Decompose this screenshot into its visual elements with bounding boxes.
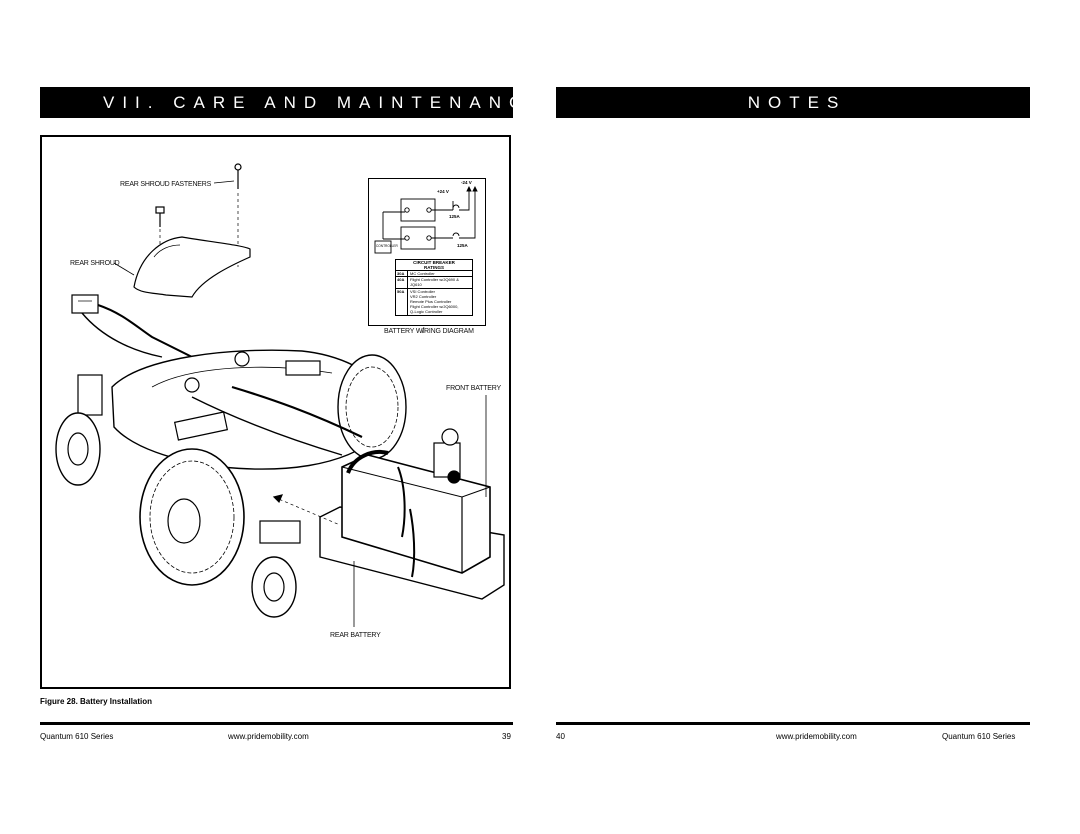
pos-voltage-label: +24 V	[437, 189, 449, 194]
section-title-notes: NOTES	[556, 87, 1030, 118]
ratings-amp: 50A	[396, 288, 408, 294]
right-footer-series: Quantum 610 Series	[942, 732, 1016, 741]
label-rear-battery: REAR BATTERY	[330, 632, 381, 639]
ratings-row: JQ610	[396, 282, 472, 288]
ratings-amp: 40A	[396, 277, 408, 283]
ratings-controller: Flight Controller w/JQ690 &	[410, 277, 459, 283]
ratings-controller: MC Controller	[410, 271, 435, 276]
label-battery-wiring-diagram: BATTERY WIRING DIAGRAM	[384, 328, 474, 335]
battery-wiring-diagram: -24 V +24 V 125A 125A CONTROLLER CIRCUIT…	[368, 178, 486, 326]
ratings-row: VR2 Controller	[396, 293, 472, 300]
ratings-controller: Q-Logic Controller	[410, 309, 443, 315]
ratings-amp	[396, 293, 408, 300]
ratings-controller: Flight Controller w/JQ6000,	[410, 304, 459, 310]
left-footer-series: Quantum 610 Series	[40, 732, 114, 741]
ratings-controller: VSI Controller	[410, 288, 435, 294]
ratings-title-2: RATINGS	[424, 265, 444, 270]
ratings-controller: JQ610	[410, 282, 422, 288]
ratings-row: Flight Controller w/JQ6000,	[396, 304, 472, 310]
ratings-row: Q-Logic Controller	[396, 309, 472, 315]
ratings-controller: Remote Plus Controller	[410, 299, 452, 305]
label-rear-shroud-fasteners: REAR SHROUD FASTENERS	[120, 181, 212, 188]
ratings-amp	[396, 309, 408, 315]
section-title-care-maintenance: VII. CARE AND MAINTENANCE	[40, 87, 541, 118]
left-footer-url: www.pridemobility.com	[228, 732, 309, 741]
breaker-2-label: 125A	[457, 243, 468, 248]
label-rear-shroud: REAR SHROUD	[70, 260, 120, 267]
wheelchair-illustration	[55, 163, 505, 627]
ratings-amp: 30A	[396, 271, 408, 277]
ratings-controller: VR2 Controller	[410, 293, 437, 299]
ratings-row: Remote Plus Controller	[396, 299, 472, 305]
neg-voltage-label: -24 V	[461, 180, 472, 185]
right-footer-url: www.pridemobility.com	[776, 732, 857, 741]
battery-installation-figure: REAR SHROUD FASTENERS REAR SHROUD BATTER…	[40, 135, 511, 689]
left-footer-page-number: 39	[502, 732, 511, 741]
figure-caption: Figure 28. Battery Installation	[40, 697, 153, 706]
right-footer-rule	[556, 722, 1030, 725]
ratings-amp	[396, 304, 408, 310]
ratings-title-1: CIRCUIT BREAKER	[413, 260, 455, 265]
left-footer-rule	[40, 722, 513, 725]
wiring-schematic	[374, 185, 478, 254]
ratings-amp	[396, 299, 408, 305]
right-footer-page-number: 40	[556, 732, 565, 741]
controller-box-label: CONTROLLER	[376, 244, 398, 248]
label-front-battery: FRONT BATTERY	[446, 385, 501, 392]
breaker-1-label: 125A	[449, 214, 460, 219]
ratings-amp	[396, 282, 408, 288]
